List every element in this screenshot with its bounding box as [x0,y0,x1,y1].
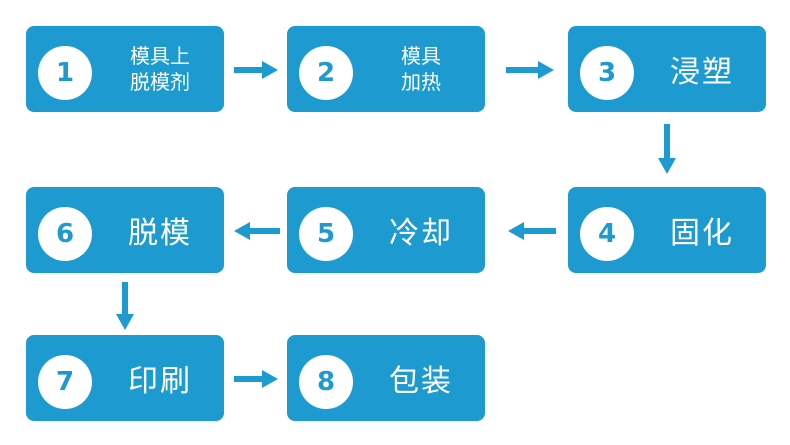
step-2-number: 2 [299,46,353,100]
step-7-label: 印刷 [128,364,192,399]
arrow-right-1-to-2 [234,61,278,79]
step-8-label: 包装 [389,364,453,399]
step-5-number: 5 [299,207,353,261]
step-3-box: 3 浸塑 [568,26,766,112]
step-4-box: 4 固化 [568,187,766,273]
step-8-box: 8 包装 [287,335,485,421]
step-1-number: 1 [38,46,92,100]
arrow-left-4-to-5 [508,222,556,240]
step-7-box: 7 印刷 [26,335,224,421]
step-2-label: 模具 加热 [401,44,441,94]
arrow-right-2-to-3 [506,61,554,79]
arrow-left-5-to-6 [234,222,280,240]
arrow-down-3-to-4 [658,124,676,174]
step-1-label: 模具上 脱模剂 [130,44,190,94]
step-3-label: 浸塑 [670,55,734,90]
step-6-label: 脱模 [128,216,192,251]
step-3-number: 3 [580,46,634,100]
arrow-right-7-to-8 [234,370,278,388]
step-4-label: 固化 [670,216,734,251]
step-6-number: 6 [38,207,92,261]
step-5-label: 冷却 [389,216,453,251]
step-4-number: 4 [580,207,634,261]
step-2-box: 2 模具 加热 [287,26,485,112]
step-8-number: 8 [299,355,353,409]
step-6-box: 6 脱模 [26,187,224,273]
step-7-number: 7 [38,355,92,409]
arrow-down-6-to-7 [116,282,134,330]
step-5-box: 5 冷却 [287,187,485,273]
step-1-box: 1 模具上 脱模剂 [26,26,224,112]
